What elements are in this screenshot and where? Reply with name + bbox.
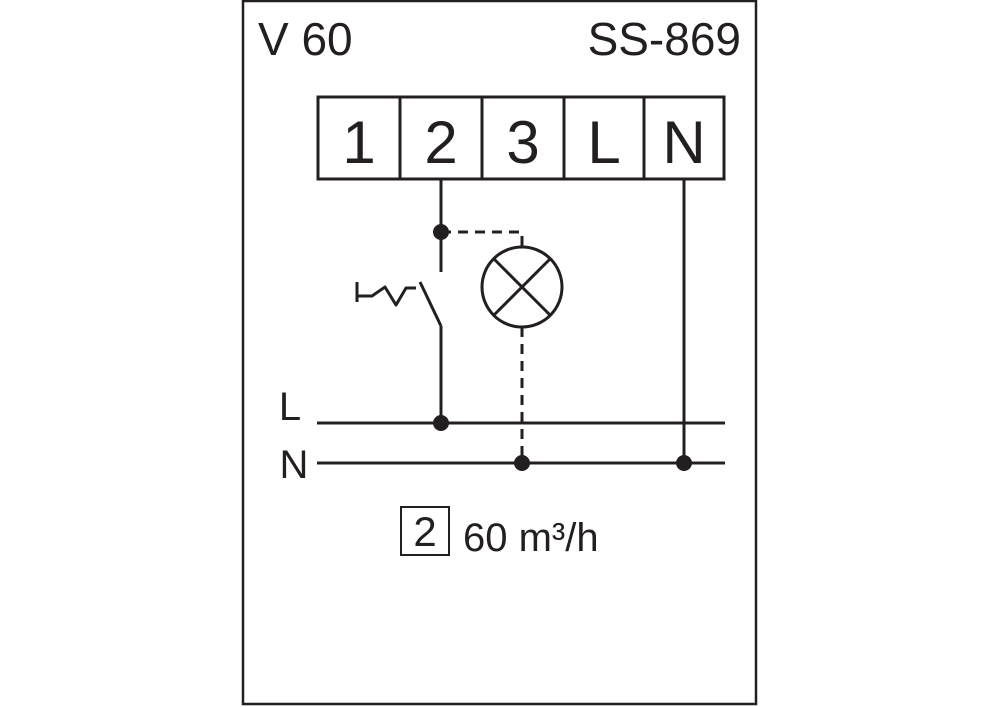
terminal-label-n: N — [662, 109, 705, 176]
terminal-label-3: 3 — [506, 109, 539, 176]
lamp-cross-b — [492, 257, 552, 317]
flow-rate-label: 60 m³/h — [463, 516, 599, 560]
model-label: V 60 — [258, 13, 353, 65]
live-bus-label: L — [279, 385, 301, 429]
junction-dot-neutral-terminal — [676, 455, 692, 471]
product-code-label: SS-869 — [588, 13, 741, 65]
diagram-frame — [241, 0, 758, 706]
junction-dot-neutral-lamp — [514, 455, 530, 471]
lamp-icon — [480, 245, 564, 329]
neutral-bus-label: N — [280, 443, 309, 487]
junction-dot-live — [433, 415, 449, 431]
setting-box-value: 2 — [413, 508, 436, 555]
terminal-label-2: 2 — [424, 109, 457, 176]
terminal-label-1: 1 — [342, 109, 375, 176]
setting-box — [400, 506, 450, 556]
switch-actuator — [357, 285, 416, 307]
switch-blade — [418, 281, 443, 327]
terminal-label-l: L — [587, 109, 620, 176]
timer-switch-icon — [355, 281, 443, 327]
terminal-block: 1 2 3 L N — [316, 95, 726, 181]
